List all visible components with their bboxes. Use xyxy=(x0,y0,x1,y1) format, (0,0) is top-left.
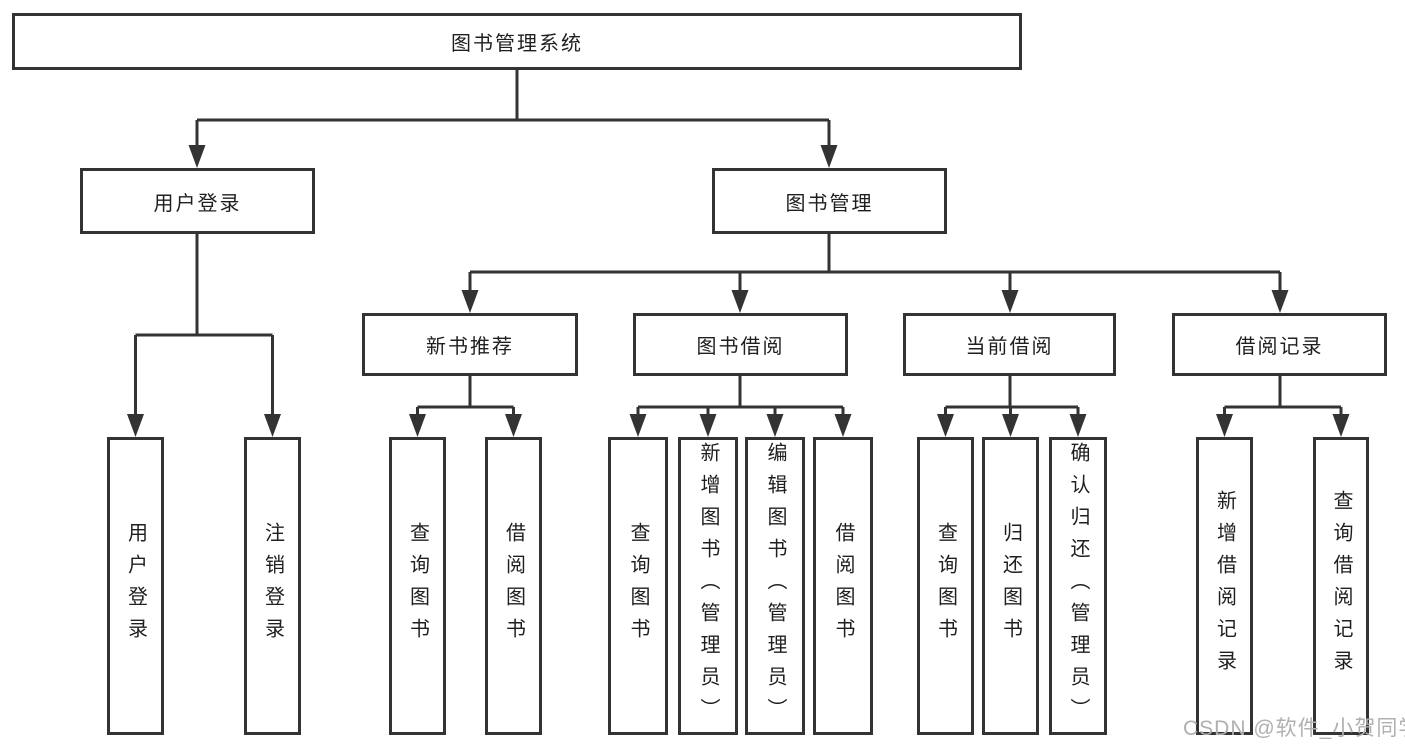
node-root: 图书管理系统 xyxy=(12,13,1022,70)
node-leaf-edit-books-admin-label: 编辑图书（管理员） xyxy=(764,442,786,730)
node-leaf-query-books-3: 查询图书 xyxy=(917,437,974,735)
watermark-text: CSDN @软件_小贺同学 xyxy=(1183,717,1405,740)
node-branch-user-login-label: 用户登录 xyxy=(153,192,242,215)
node-leaf-add-borrow-record: 新增借阅记录 xyxy=(1196,437,1253,735)
node-branch-book-management-label: 图书管理 xyxy=(785,192,874,215)
node-leaf-add-books-admin: 新增图书（管理员） xyxy=(678,437,738,735)
node-group-book-borrow-label: 图书借阅 xyxy=(696,336,785,358)
node-group-new-book-recommend-label: 新书推荐 xyxy=(426,336,514,358)
node-leaf-user-login: 用户登录 xyxy=(107,437,164,735)
node-leaf-edit-books-admin: 编辑图书（管理员） xyxy=(745,437,805,735)
node-leaf-logout-label: 注销登录 xyxy=(261,522,284,650)
node-leaf-return-books-label: 归还图书 xyxy=(999,522,1022,650)
node-leaf-return-books: 归还图书 xyxy=(982,437,1039,735)
node-leaf-query-borrow-record-label: 查询借阅记录 xyxy=(1330,490,1352,682)
node-leaf-add-books-admin-label: 新增图书（管理员） xyxy=(697,442,719,730)
node-group-current-borrow: 当前借阅 xyxy=(903,313,1116,376)
node-leaf-borrow-books-1: 借阅图书 xyxy=(485,437,542,735)
node-leaf-query-books-3-label: 查询图书 xyxy=(934,522,957,650)
node-root-label: 图书管理系统 xyxy=(451,33,583,55)
node-branch-user-login: 用户登录 xyxy=(80,168,315,234)
node-leaf-logout: 注销登录 xyxy=(244,437,301,735)
node-leaf-borrow-books-1-label: 借阅图书 xyxy=(502,522,525,650)
node-leaf-borrow-books-2-label: 借阅图书 xyxy=(832,522,854,650)
node-leaf-query-books-2-label: 查询图书 xyxy=(627,522,649,650)
node-group-book-borrow: 图书借阅 xyxy=(633,313,848,376)
node-leaf-query-borrow-record: 查询借阅记录 xyxy=(1313,437,1369,735)
node-group-new-book-recommend: 新书推荐 xyxy=(362,313,578,376)
node-leaf-confirm-return-admin: 确认归还（管理员） xyxy=(1049,437,1107,735)
node-leaf-confirm-return-admin-label: 确认归还（管理员） xyxy=(1067,442,1089,730)
node-leaf-borrow-books-2: 借阅图书 xyxy=(813,437,873,735)
node-group-borrow-records-label: 借阅记录 xyxy=(1235,336,1324,358)
node-group-current-borrow-label: 当前借阅 xyxy=(965,336,1054,358)
node-leaf-query-books-1: 查询图书 xyxy=(389,437,446,735)
node-leaf-query-books-1-label: 查询图书 xyxy=(406,522,429,650)
node-branch-book-management: 图书管理 xyxy=(712,168,947,234)
node-group-borrow-records: 借阅记录 xyxy=(1172,313,1387,376)
node-leaf-user-login-label: 用户登录 xyxy=(124,522,147,650)
node-leaf-add-borrow-record-label: 新增借阅记录 xyxy=(1213,490,1236,682)
node-leaf-query-books-2: 查询图书 xyxy=(608,437,668,735)
